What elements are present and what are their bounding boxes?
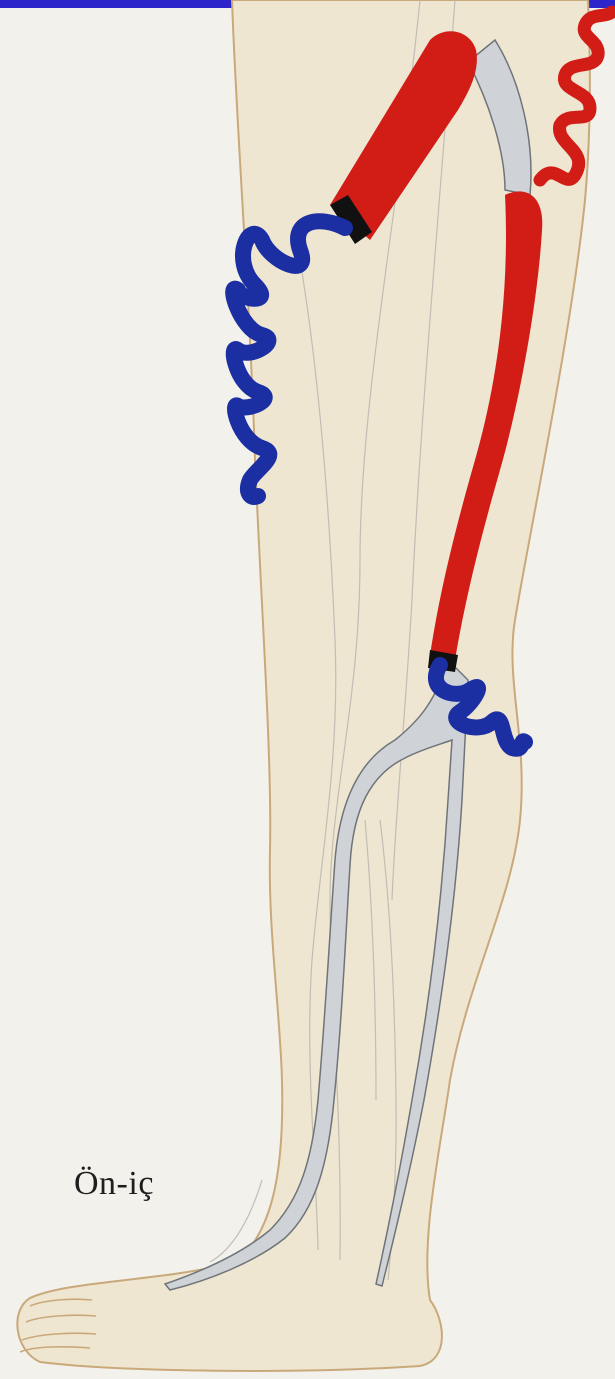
view-caption: Ön-iç [74, 1165, 154, 1203]
